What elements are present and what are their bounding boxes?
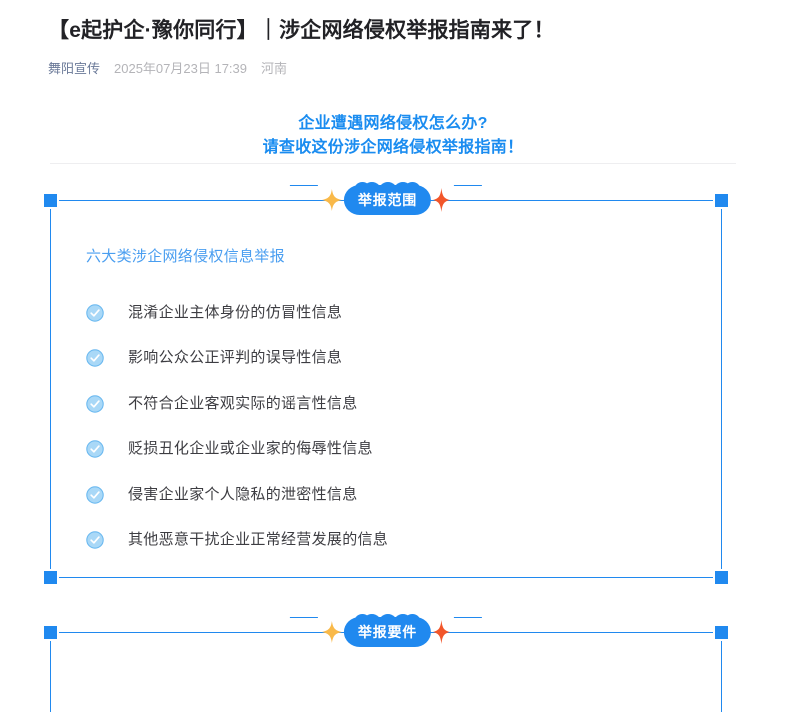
lead-line-1: 企业遭遇网络侵权怎么办? (298, 115, 488, 132)
report-scope-list: 混淆企业主体身份的仿冒性信息 影响公众公正评判的误导性信息 不符合企业客观实际的… (86, 290, 722, 563)
badge-rule-right (454, 617, 483, 618)
check-circle-icon (86, 304, 104, 322)
badge-rule-left (289, 185, 318, 186)
badge-bump (362, 614, 382, 633)
check-circle-icon (86, 395, 104, 413)
sparkle-icon (321, 189, 342, 211)
badge-cloud: 举报范围 (343, 182, 432, 215)
list-item-label: 影响公众公正评判的误导性信息 (128, 349, 343, 367)
list-item-label: 不符合企业客观实际的谣言性信息 (128, 394, 358, 412)
list-item: 贬损丑化企业或企业家的侮辱性信息 (86, 427, 722, 473)
list-item: 其他恶意干扰企业正常经营发展的信息 (86, 518, 722, 564)
list-item-label: 其他恶意干扰企业正常经营发展的信息 (128, 531, 389, 549)
frame-corner-top-right (715, 626, 728, 639)
badge-rule-left (289, 617, 318, 618)
list-item-label: 混淆企业主体身份的仿冒性信息 (128, 303, 343, 321)
section-subheading: 六大类涉企网络侵权信息举报 (86, 248, 285, 265)
section-badge: 举报要件 (289, 614, 483, 647)
badge-cloud: 举报要件 (343, 614, 432, 647)
list-item: 侵害企业家个人隐私的泄密性信息 (86, 472, 722, 518)
sparkle-icon (433, 620, 451, 644)
badge-bump (377, 614, 397, 633)
section-badge-label: 举报要件 (357, 624, 418, 640)
badge-bump (377, 182, 397, 201)
section-report-scope: 举报范围 六大类涉企网络侵权信息举报 混淆企业主体身份的仿冒性信息 (44, 182, 728, 584)
lead-headline: 企业遭遇网络侵权怎么办? 请查收这份涉企网络侵权举报指南！ (0, 112, 786, 160)
check-circle-icon (86, 531, 104, 549)
section-body: 六大类涉企网络侵权信息举报 混淆企业主体身份的仿冒性信息 影响公众公正评判的误导… (50, 200, 722, 563)
article-header: 【e起护企·豫你同行】｜涉企网络侵权举报指南来了！ 舞阳宣传 2025年07月2… (0, 0, 786, 78)
frame-corner-top-left (44, 626, 57, 639)
article-meta: 舞阳宣传 2025年07月23日 17:39 河南 (48, 60, 738, 78)
section-badge-label: 举报范围 (357, 192, 418, 208)
author-name[interactable]: 舞阳宣传 (48, 61, 101, 76)
badge-bump (362, 182, 382, 201)
list-item: 不符合企业客观实际的谣言性信息 (86, 381, 722, 427)
publish-date: 2025年07月23日 17:39 (114, 61, 247, 76)
frame-corner-top-right (715, 194, 728, 207)
frame-corner-bottom-left (44, 571, 57, 584)
list-item: 混淆企业主体身份的仿冒性信息 (86, 290, 722, 336)
list-item: 影响公众公正评判的误导性信息 (86, 336, 722, 382)
frame-corner-top-left (44, 194, 57, 207)
section-report-requirements: 举报要件 (44, 614, 728, 712)
lead-line-2: 请查收这份涉企网络侵权举报指南！ (262, 139, 524, 156)
list-item-label: 贬损丑化企业或企业家的侮辱性信息 (128, 440, 373, 458)
frame-corner-bottom-right (715, 571, 728, 584)
header-divider (50, 163, 736, 164)
page-title: 【e起护企·豫你同行】｜涉企网络侵权举报指南来了！ (48, 19, 555, 42)
check-circle-icon (86, 486, 104, 504)
badge-rule-right (454, 185, 483, 186)
check-circle-icon (86, 349, 104, 367)
check-circle-icon (86, 440, 104, 458)
sparkle-icon (433, 188, 451, 212)
sparkle-icon (321, 621, 342, 643)
list-item-label: 侵害企业家个人隐私的泄密性信息 (128, 485, 358, 503)
location-label: 河南 (261, 61, 288, 76)
section-badge: 举报范围 (289, 182, 483, 215)
